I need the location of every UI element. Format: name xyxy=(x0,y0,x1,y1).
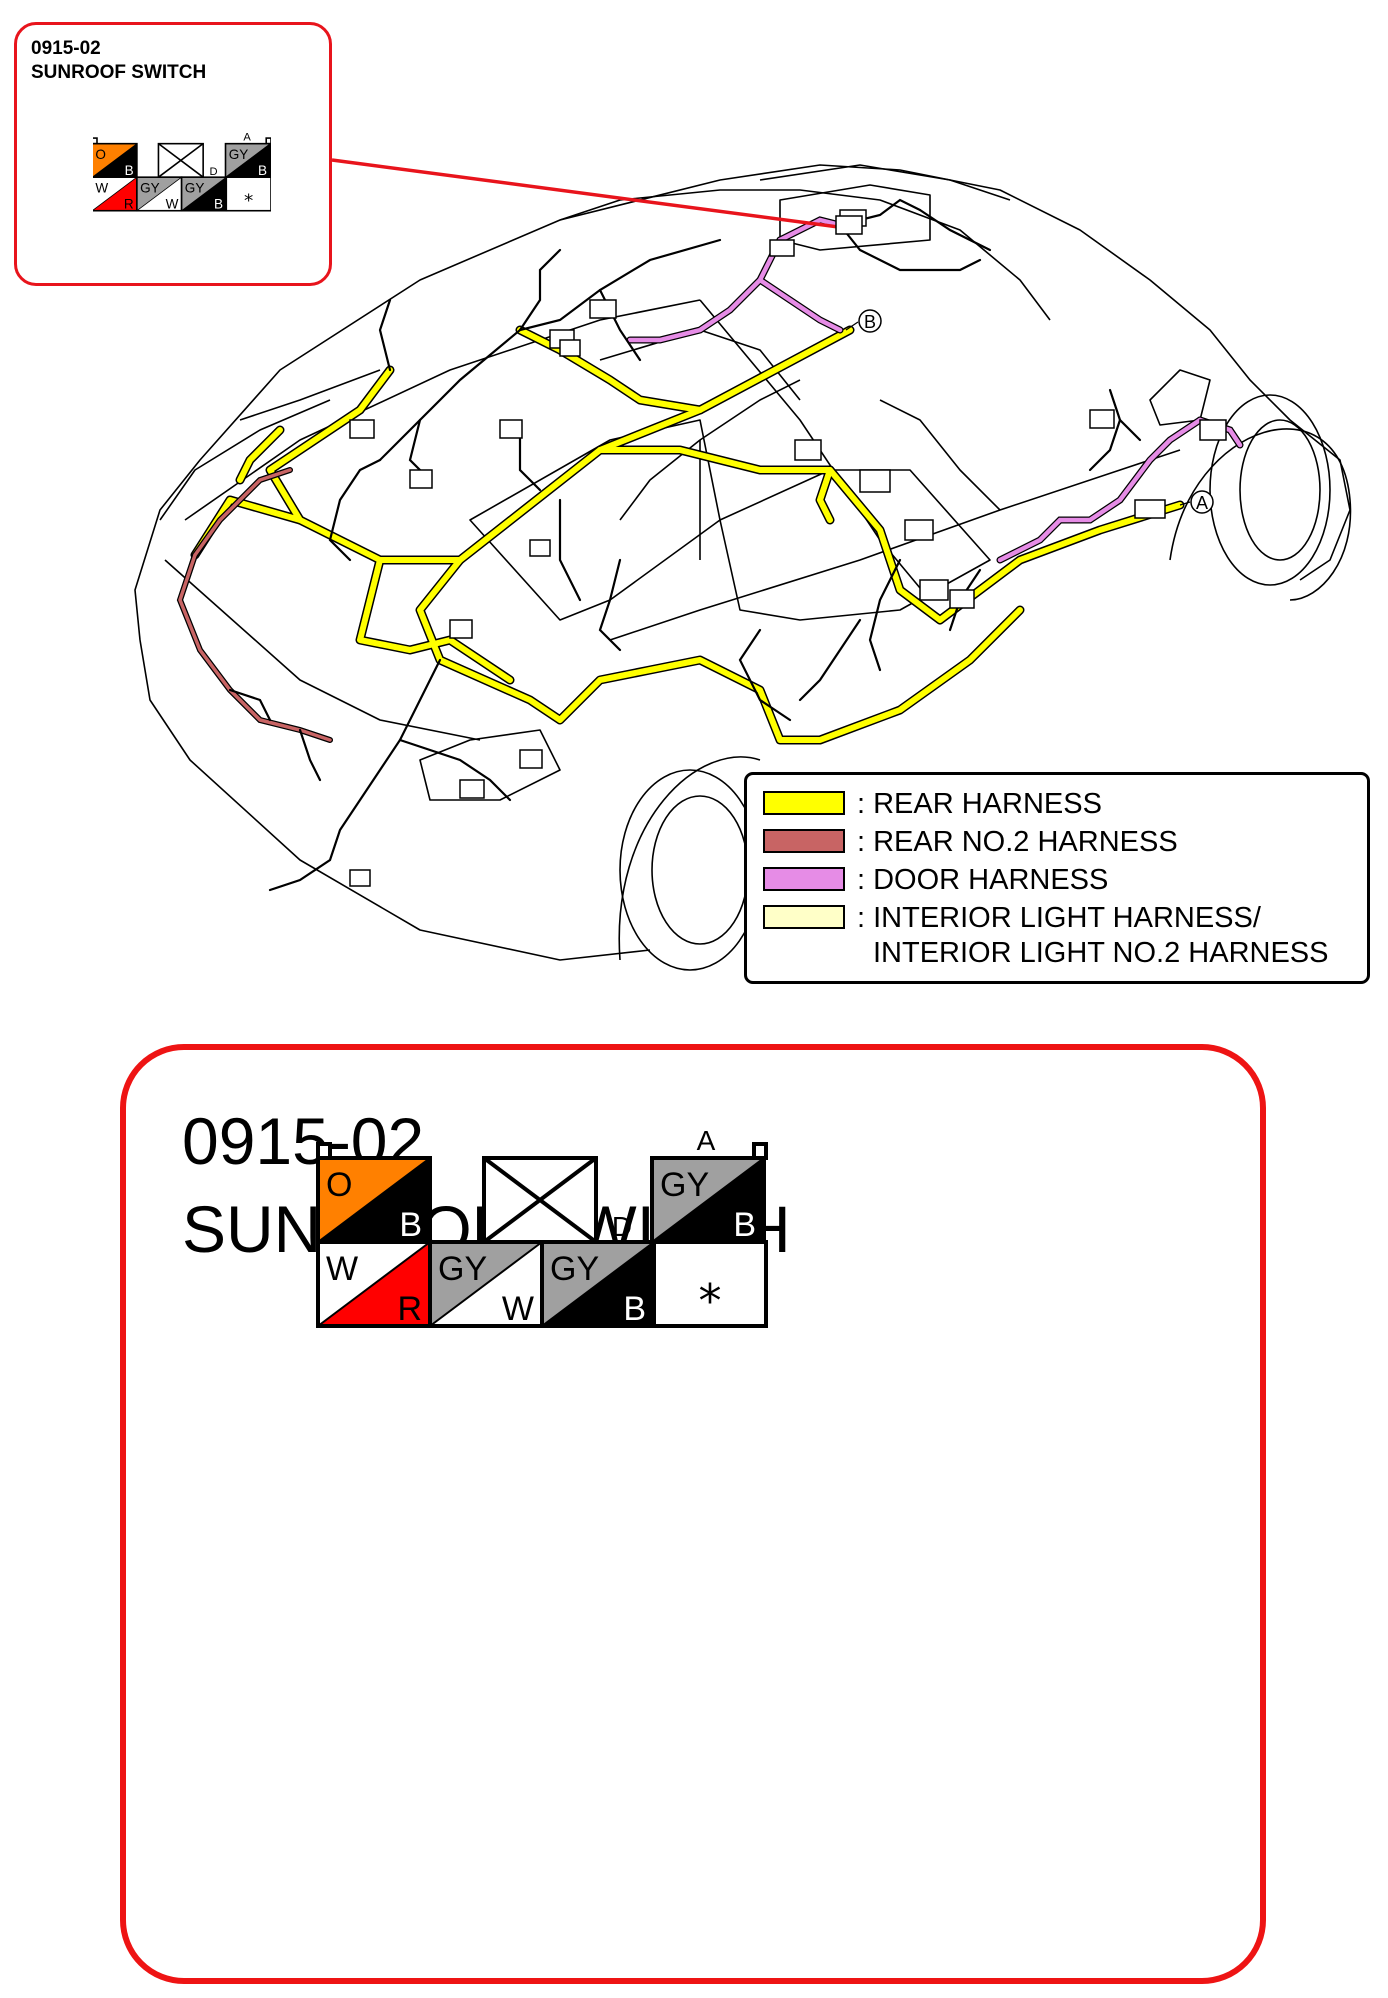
legend-label: : INTERIOR LIGHT HARNESS/ xyxy=(857,902,1261,934)
marker-a-label: A xyxy=(1196,493,1208,513)
cavity-diagonal xyxy=(181,176,227,212)
legend-swatch xyxy=(763,867,845,891)
wire-primary-label: GY xyxy=(229,147,249,162)
connector-cavity-top-3: GY B xyxy=(224,142,271,178)
callout-code-small: 0915-02 xyxy=(31,38,101,59)
wire-secondary-label: B xyxy=(258,163,267,178)
detail-code: 0915-02 xyxy=(182,1104,425,1178)
connector-cavity-bottom-4: ⁎ xyxy=(225,176,271,212)
legend-swatch xyxy=(763,829,845,853)
legend-label: : REAR HARNESS xyxy=(857,788,1102,820)
harness-legend: : REAR HARNESS : REAR NO.2 HARNESS : DOO… xyxy=(744,772,1370,984)
wire-primary-label: GY xyxy=(140,180,160,195)
cavity-diagonal xyxy=(93,143,138,178)
callout-name-small: SUNROOF SWITCH xyxy=(31,62,207,83)
cavity-diagonal xyxy=(136,176,182,212)
pin-a-label: A xyxy=(243,133,251,143)
wire-secondary-label: W xyxy=(166,196,179,211)
lock-tab xyxy=(265,137,271,145)
cavity-diagonal xyxy=(93,176,138,211)
wire-primary-label: W xyxy=(95,180,108,195)
connector-cavity-bottom-2: GY W xyxy=(136,176,183,212)
unused-cross xyxy=(157,143,204,178)
rear-harness-wires xyxy=(190,325,1185,745)
wire-primary-label: O xyxy=(95,147,106,162)
connector-cavity-top-1: OB xyxy=(93,142,138,178)
legend-swatch xyxy=(763,791,845,815)
connector-cavity-top-2 xyxy=(157,142,204,178)
connector-cavity-bottom-1: WR xyxy=(93,176,138,212)
legend-label: : REAR NO.2 HARNESS xyxy=(857,826,1178,858)
cavity-frame xyxy=(225,176,271,212)
cavity-diagonal xyxy=(225,143,271,178)
pin-d-label: D xyxy=(209,166,217,178)
lock-tab xyxy=(93,137,98,145)
vehicle-harness-illustration: B A xyxy=(134,158,1352,971)
connector-detail-panel: 0915-02 SUNROOF SWITCH xyxy=(120,1044,1266,1984)
wire-primary-label: GY xyxy=(185,180,205,195)
detail-name: SUNROOF SWITCH xyxy=(182,1192,791,1266)
auxiliary-wires xyxy=(228,198,1142,892)
connector-cavity-bottom-3: GY B xyxy=(180,176,228,212)
legend-swatch xyxy=(763,905,845,929)
legend-label-continuation: INTERIOR LIGHT NO.2 HARNESS xyxy=(873,937,1329,969)
marker-b-label: B xyxy=(864,312,876,332)
wire-secondary-label: B xyxy=(214,196,223,211)
harness-marker-a: A xyxy=(1179,490,1214,514)
legend-label: : DOOR HARNESS xyxy=(857,864,1109,896)
wire-secondary-label: B xyxy=(125,163,134,178)
callout-leader xyxy=(331,158,863,235)
wire-secondary-label: R xyxy=(124,196,134,211)
cavity-symbol: ⁎ xyxy=(244,184,253,205)
harness-marker-b: B xyxy=(845,309,882,333)
